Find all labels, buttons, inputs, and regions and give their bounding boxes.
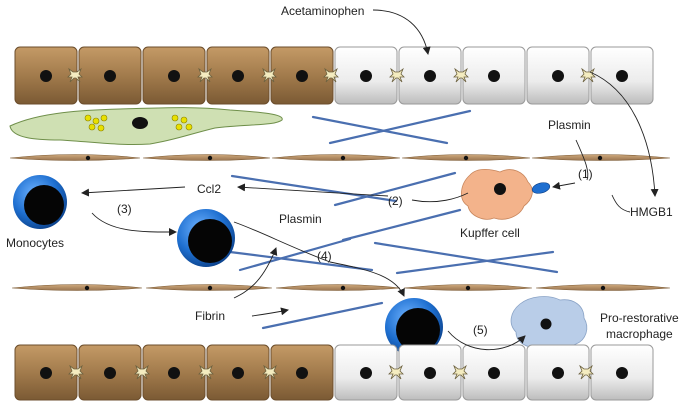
hepatocyte-healthy <box>270 344 334 401</box>
hepatocyte-damaged <box>334 344 398 401</box>
fibrin-strand <box>228 250 374 272</box>
endothelium-upper <box>9 154 671 161</box>
endothelium-lower <box>11 284 671 291</box>
fibrin-strand <box>328 109 472 145</box>
step2-label: (2) <box>388 194 403 208</box>
hepatocyte-healthy <box>14 344 78 401</box>
ccl2-label: Ccl2 <box>197 182 222 196</box>
monocyte <box>385 298 443 356</box>
hepatocyte-healthy <box>206 344 270 401</box>
ccl2-release-arrow <box>237 183 389 197</box>
hepatocyte-healthy <box>78 344 142 401</box>
plasmin-label-mid: Plasmin <box>279 212 322 226</box>
fibrin-strand <box>311 115 449 145</box>
hepatocyte-damaged <box>398 344 462 401</box>
acetaminophen-label: Acetaminophen <box>281 4 365 18</box>
fibrin-leader-arrow <box>233 247 278 299</box>
hepatocyte-healthy <box>78 46 142 105</box>
macrophage-label-line1: Pro-restorative <box>600 311 679 325</box>
monocyte <box>13 175 67 229</box>
fibrin-label: Fibrin <box>195 309 226 323</box>
acetaminophen-arrow <box>372 9 431 55</box>
arrows <box>81 9 659 351</box>
kupffer-cell-label: Kupffer cell <box>460 226 520 240</box>
hmgb1-label: HMGB1 <box>630 205 673 219</box>
fibrin-strand <box>341 208 462 242</box>
hepatocyte-damaged <box>334 46 398 105</box>
hepatocyte-healthy <box>142 46 206 105</box>
fibrin-strand <box>238 237 352 272</box>
fibrin-strand <box>261 301 384 330</box>
kupffer-leader-line <box>411 192 469 203</box>
hepatocyte-healthy <box>270 46 334 105</box>
monocytes-label: Monocytes <box>6 236 65 250</box>
hepatocyte-row-top <box>14 46 654 105</box>
step1-label: (1) <box>578 167 593 181</box>
hepatocyte-damaged <box>462 344 526 401</box>
hmgb1-release-arrow <box>589 71 659 197</box>
step3-label: (3) <box>117 202 132 216</box>
fibrin-strand <box>395 250 555 275</box>
stellate-cell <box>9 107 283 146</box>
kupffer-cell <box>461 168 551 220</box>
step5-arrow <box>447 330 526 351</box>
macrophage-label-line2: macrophage <box>606 327 673 341</box>
hepatocyte-healthy <box>142 344 206 401</box>
pro-restorative-macrophage <box>510 296 588 349</box>
step3-arrow <box>91 212 177 237</box>
hepatocyte-damaged <box>526 344 590 401</box>
fibrin-leader-arrow-2 <box>251 307 289 317</box>
step4-label: (4) <box>317 249 332 263</box>
ccl2-to-monocyte-arrow <box>81 186 186 197</box>
monocyte <box>177 209 235 267</box>
hepatocyte-damaged <box>398 46 462 105</box>
fibrin-strand <box>373 241 559 274</box>
fibrin-network <box>228 109 559 330</box>
hepatocyte-damaged <box>590 344 654 401</box>
step5-label: (5) <box>473 323 488 337</box>
hepatocyte-damaged <box>462 46 526 105</box>
hmgb1-leader-line <box>611 194 631 213</box>
step4-arrow <box>233 221 405 297</box>
hepatocyte-healthy <box>14 46 78 105</box>
hepatocyte-healthy <box>206 46 270 105</box>
plasmin-label-top: Plasmin <box>548 118 591 132</box>
plasmin-leader-line <box>575 139 589 181</box>
hepatocyte-row-bottom <box>14 344 654 401</box>
fibrin-strand <box>333 171 457 207</box>
step1-arrow <box>552 181 576 190</box>
hepatocyte-damaged <box>526 46 590 105</box>
